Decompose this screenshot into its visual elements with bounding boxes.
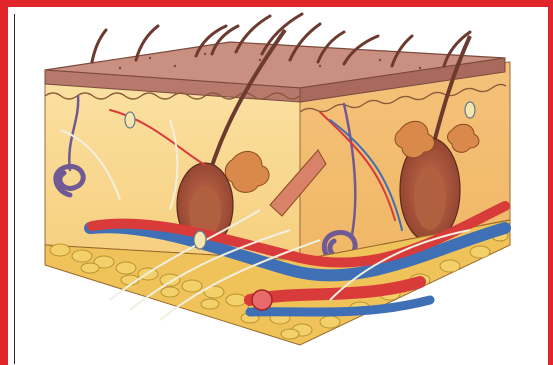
skin-cross-section-illustration [0,0,553,365]
